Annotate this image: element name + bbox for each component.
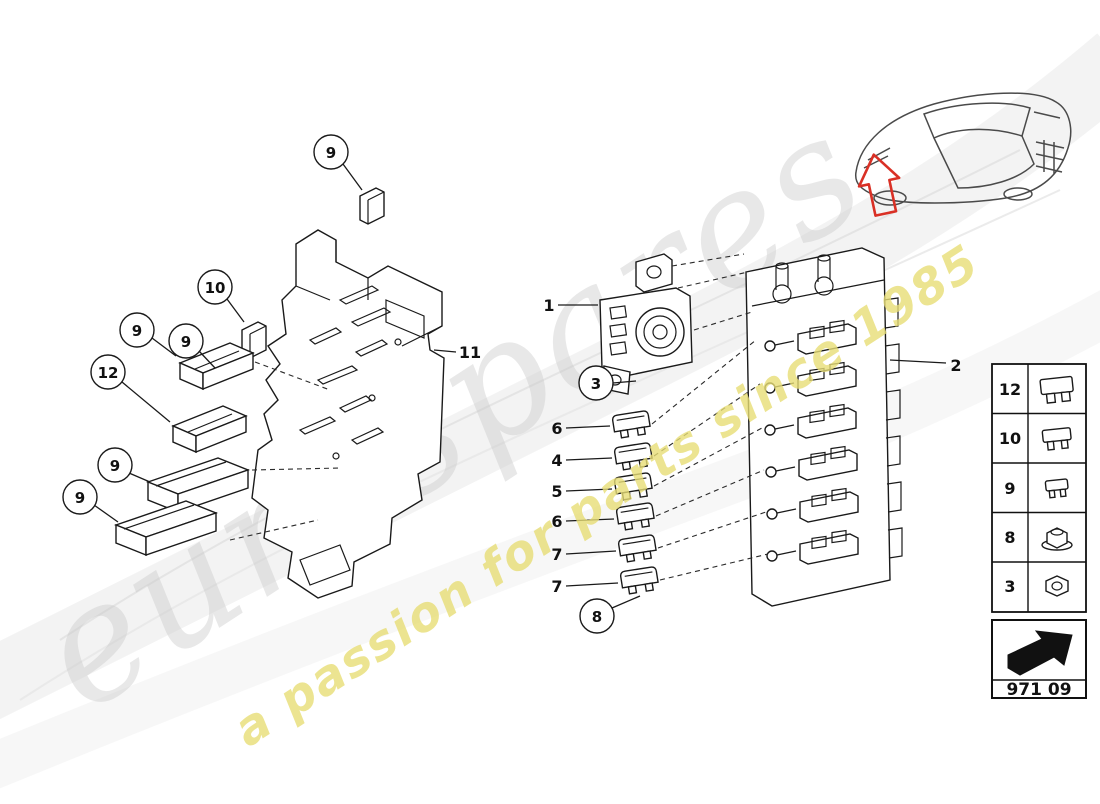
label-7b: 7: [551, 577, 562, 596]
label-2: 2: [950, 356, 961, 375]
callout-9-left-b: 9: [168, 323, 204, 359]
hex-nut-icon: [1045, 575, 1069, 597]
dashed-lines: [229, 253, 769, 581]
callouts: 9 10 9 9 12 9 9 3: [62, 134, 615, 634]
callout-9-left-b-label: 9: [181, 333, 191, 351]
callout-12: 12: [90, 354, 126, 390]
callout-9-top-label: 9: [326, 144, 336, 162]
label-1: 1: [543, 296, 554, 315]
blade-fuse-icon: [1041, 427, 1072, 451]
label-6b: 6: [551, 512, 562, 531]
bracket-part-11: [251, 229, 445, 599]
leader-lines: [93, 163, 947, 609]
flange-nut-icon: [1041, 527, 1073, 551]
front-direction-arrow: [857, 153, 901, 217]
callout-9-left-a-label: 9: [132, 322, 142, 340]
mini-blade-fuse-icon: [1044, 478, 1069, 499]
callout-12-label: 12: [98, 364, 119, 382]
label-4: 4: [551, 451, 562, 470]
fuse-7a: [617, 533, 658, 564]
callout-10: 10: [197, 269, 233, 305]
callout-9-low-a: 9: [97, 447, 133, 483]
label-6a: 6: [551, 419, 562, 438]
label-5: 5: [551, 482, 562, 501]
callout-9-low-a-label: 9: [110, 457, 120, 475]
legend-row-3-label: 3: [1004, 577, 1015, 596]
callout-9-top: 9: [313, 134, 349, 170]
fuse-6a: [611, 409, 652, 440]
legend-row-9-label: 9: [1004, 479, 1015, 498]
cover-part-top: [359, 187, 385, 225]
legend-row-10-label: 10: [999, 429, 1021, 448]
callout-9-low-b-label: 9: [75, 489, 85, 507]
callout-8-label: 8: [592, 608, 602, 626]
legend-row-8-label: 8: [1004, 528, 1015, 547]
callout-3-label: 3: [591, 375, 601, 393]
vehicle-sketch: [854, 92, 1072, 206]
label-7a: 7: [551, 545, 562, 564]
legend-row-12-label: 12: [999, 380, 1021, 399]
part-code-text: 971 09: [1006, 680, 1071, 700]
fusebox-part-2: [745, 247, 903, 607]
maxi-blade-fuse-icon: [1039, 375, 1074, 404]
callout-10-label: 10: [205, 279, 226, 297]
callout-8: 8: [579, 598, 615, 634]
direction-arrow-icon: [1007, 630, 1073, 676]
fuse-7b: [619, 565, 660, 596]
callout-3: 3: [578, 365, 614, 401]
part-code-box: 971 09: [991, 619, 1087, 700]
legend-table: 12 10 9 8 3: [991, 363, 1087, 613]
plain-labels: 11 1 6 4 5 6 7 7 2: [459, 296, 962, 596]
relay-part-1: [599, 253, 693, 395]
label-11: 11: [459, 343, 481, 362]
callout-9-low-b: 9: [62, 479, 98, 515]
callout-9-left-a: 9: [119, 312, 155, 348]
